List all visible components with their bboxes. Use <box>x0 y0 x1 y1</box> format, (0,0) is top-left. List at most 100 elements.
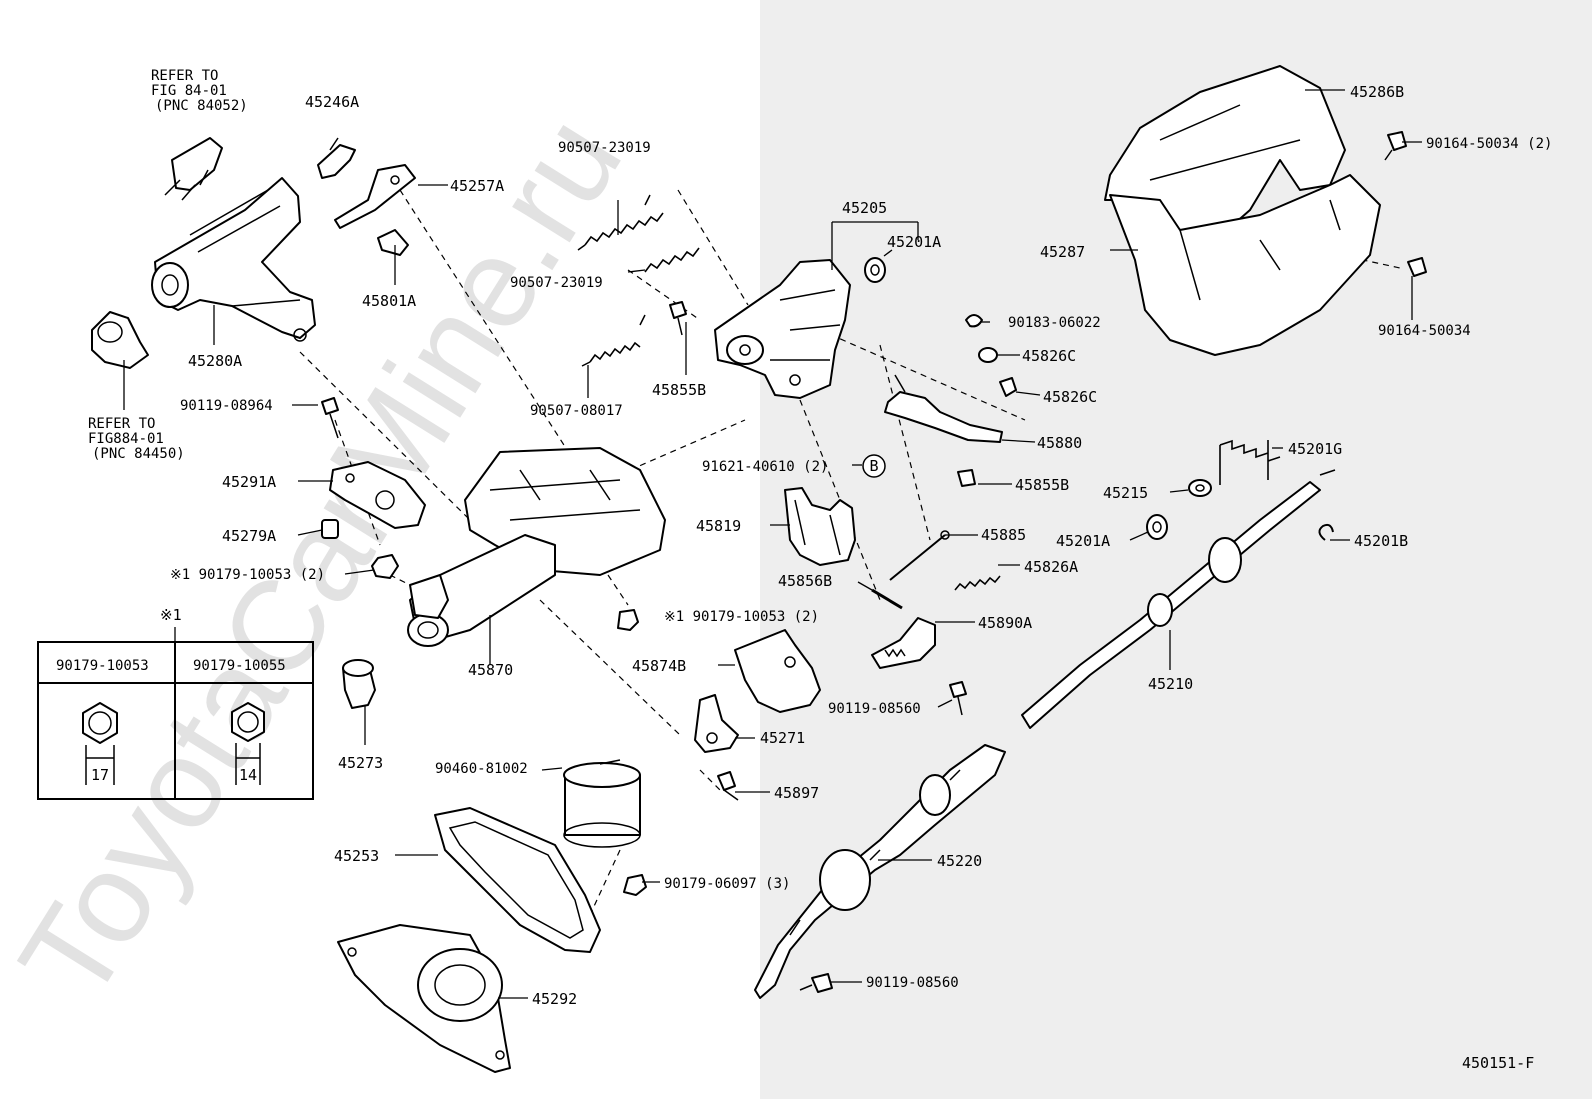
label-90460-81002: 90460-81002 <box>435 761 528 777</box>
part-45215-washer <box>1188 479 1212 497</box>
part-spring-90507-23019-a <box>577 194 664 251</box>
part-bolt-90119-08964 <box>321 397 339 439</box>
label-45885: 45885 <box>981 526 1026 544</box>
label-45210: 45210 <box>1148 675 1193 693</box>
part-45257A-lever <box>334 164 416 229</box>
part-45855B-screw-a <box>669 301 687 336</box>
label-45279A: 45279A <box>222 527 276 545</box>
part-45205-bracket <box>714 259 851 399</box>
label-45201A-a: 45201A <box>887 233 941 251</box>
label-45273: 45273 <box>338 754 383 772</box>
part-45897-screw <box>717 771 739 801</box>
label-45271: 45271 <box>760 729 805 747</box>
figure-code: 450151-F <box>1462 1054 1534 1072</box>
label-45287: 45287 <box>1040 243 1085 261</box>
part-45292-boot-plate <box>337 924 511 1073</box>
part-clip-84052 <box>164 137 223 201</box>
part-45880-lever <box>884 374 1003 443</box>
label-90507-08017: 90507-08017 <box>530 403 623 419</box>
part-45210-main-shaft <box>1021 469 1336 729</box>
label-90119-08964: 90119-08964 <box>180 398 273 414</box>
part-nut-90179-10053-left <box>371 554 399 579</box>
label-45201A-b: 45201A <box>1056 532 1110 550</box>
part-45253-gasket <box>434 807 601 953</box>
label-45205: 45205 <box>842 199 887 217</box>
label-90179-10053-b: ※1 90179-10053 (2) <box>664 609 819 625</box>
table-size-17: 17 <box>91 766 109 784</box>
part-45201G-spring <box>1219 439 1281 485</box>
label-45246A: 45246A <box>305 93 359 111</box>
label-90507-23019-a: 90507-23019 <box>558 140 651 156</box>
part-45874B-cover <box>734 629 821 713</box>
part-45826A-spring <box>954 575 1001 591</box>
labels: REFER TO FIG 84-01 (PNC 84052) 45246A 45… <box>88 68 1552 1072</box>
part-45826C-b <box>999 377 1017 397</box>
label-45215: 45215 <box>1103 484 1148 502</box>
part-45291A-bracket <box>329 461 426 529</box>
part-45856B-pin <box>871 588 903 610</box>
table-size-14: 14 <box>239 766 257 784</box>
callout-b-letter: B <box>869 457 878 475</box>
part-45279A <box>321 519 339 539</box>
part-45826C-a <box>978 347 998 363</box>
refer-to-84450-line1: REFER TO <box>88 416 155 432</box>
assembly-lines <box>299 147 1401 916</box>
refer-to-84450-line2: FIG884-01 <box>88 431 164 447</box>
label-90183-06022: 90183-06022 <box>1008 315 1101 331</box>
part-screw-90164-50034-top <box>1384 131 1407 161</box>
label-45280A: 45280A <box>188 352 242 370</box>
refer-to-84450-line3: (PNC 84450) <box>92 446 185 462</box>
refer-to-84052-line1: REFER TO <box>151 68 218 84</box>
part-nut-90179-10053-right <box>617 609 639 631</box>
label-90119-08560-b: 90119-08560 <box>866 975 959 991</box>
label-45856B: 45856B <box>778 572 832 590</box>
label-45220: 45220 <box>937 852 982 870</box>
label-45801A: 45801A <box>362 292 416 310</box>
leader-lines <box>123 89 1422 999</box>
label-45286B: 45286B <box>1350 83 1404 101</box>
label-45291A: 45291A <box>222 473 276 491</box>
label-45826C-b: 45826C <box>1043 388 1097 406</box>
part-45246A-clip <box>317 137 356 179</box>
label-45870: 45870 <box>468 661 513 679</box>
table-note-mark: ※1 <box>160 606 182 624</box>
hex-nut-icon-17 <box>82 702 118 785</box>
part-connector-84450 <box>91 311 149 369</box>
label-45826A: 45826A <box>1024 558 1078 576</box>
part-spring-90507-23019-b <box>644 247 700 273</box>
refer-to-84052-line2: FIG 84-01 <box>151 83 227 99</box>
label-45201B: 45201B <box>1354 532 1408 550</box>
nut-size-table: ※1 90179-10053 90179-10055 17 14 <box>37 606 314 800</box>
part-45220-intermediate-shaft <box>754 744 1006 999</box>
part-45273-bushing <box>342 659 376 709</box>
part-45201B-clip <box>1318 523 1334 541</box>
table-header-90179-10055: 90179-10055 <box>193 658 286 674</box>
part-bolt-90119-08560-a <box>949 681 967 716</box>
part-45287-lower-cover <box>1109 174 1381 356</box>
label-45826C-a: 45826C <box>1022 347 1076 365</box>
part-nut-90179-06097 <box>623 874 647 896</box>
label-45257A: 45257A <box>450 177 504 195</box>
label-45292: 45292 <box>532 990 577 1008</box>
callout-b: B <box>862 454 886 478</box>
label-45880: 45880 <box>1037 434 1082 452</box>
part-45855B-screw-b <box>957 469 976 487</box>
label-90164-50034-2: 90164-50034 (2) <box>1426 136 1552 152</box>
refer-to-84052-line3: (PNC 84052) <box>155 98 248 114</box>
label-90507-23019-b: 90507-23019 <box>510 275 603 291</box>
label-90119-08560-a: 90119-08560 <box>828 701 921 717</box>
label-45874B: 45874B <box>632 657 686 675</box>
part-clip-90183-06022 <box>965 314 983 328</box>
part-45271-bracket <box>694 694 739 753</box>
label-45201G: 45201G <box>1288 440 1342 458</box>
label-90179-10053-note: ※1 90179-10053 (2) <box>170 567 325 583</box>
label-45855B-b: 45855B <box>1015 476 1069 494</box>
part-45819-bracket <box>784 487 856 566</box>
label-45890A: 45890A <box>978 614 1032 632</box>
part-spring-90507-08017 <box>581 314 646 367</box>
label-45897: 45897 <box>774 784 819 802</box>
part-45890A-ratchet <box>871 617 936 669</box>
part-screw-90164-50034-right <box>1407 257 1427 277</box>
label-45253: 45253 <box>334 847 379 865</box>
